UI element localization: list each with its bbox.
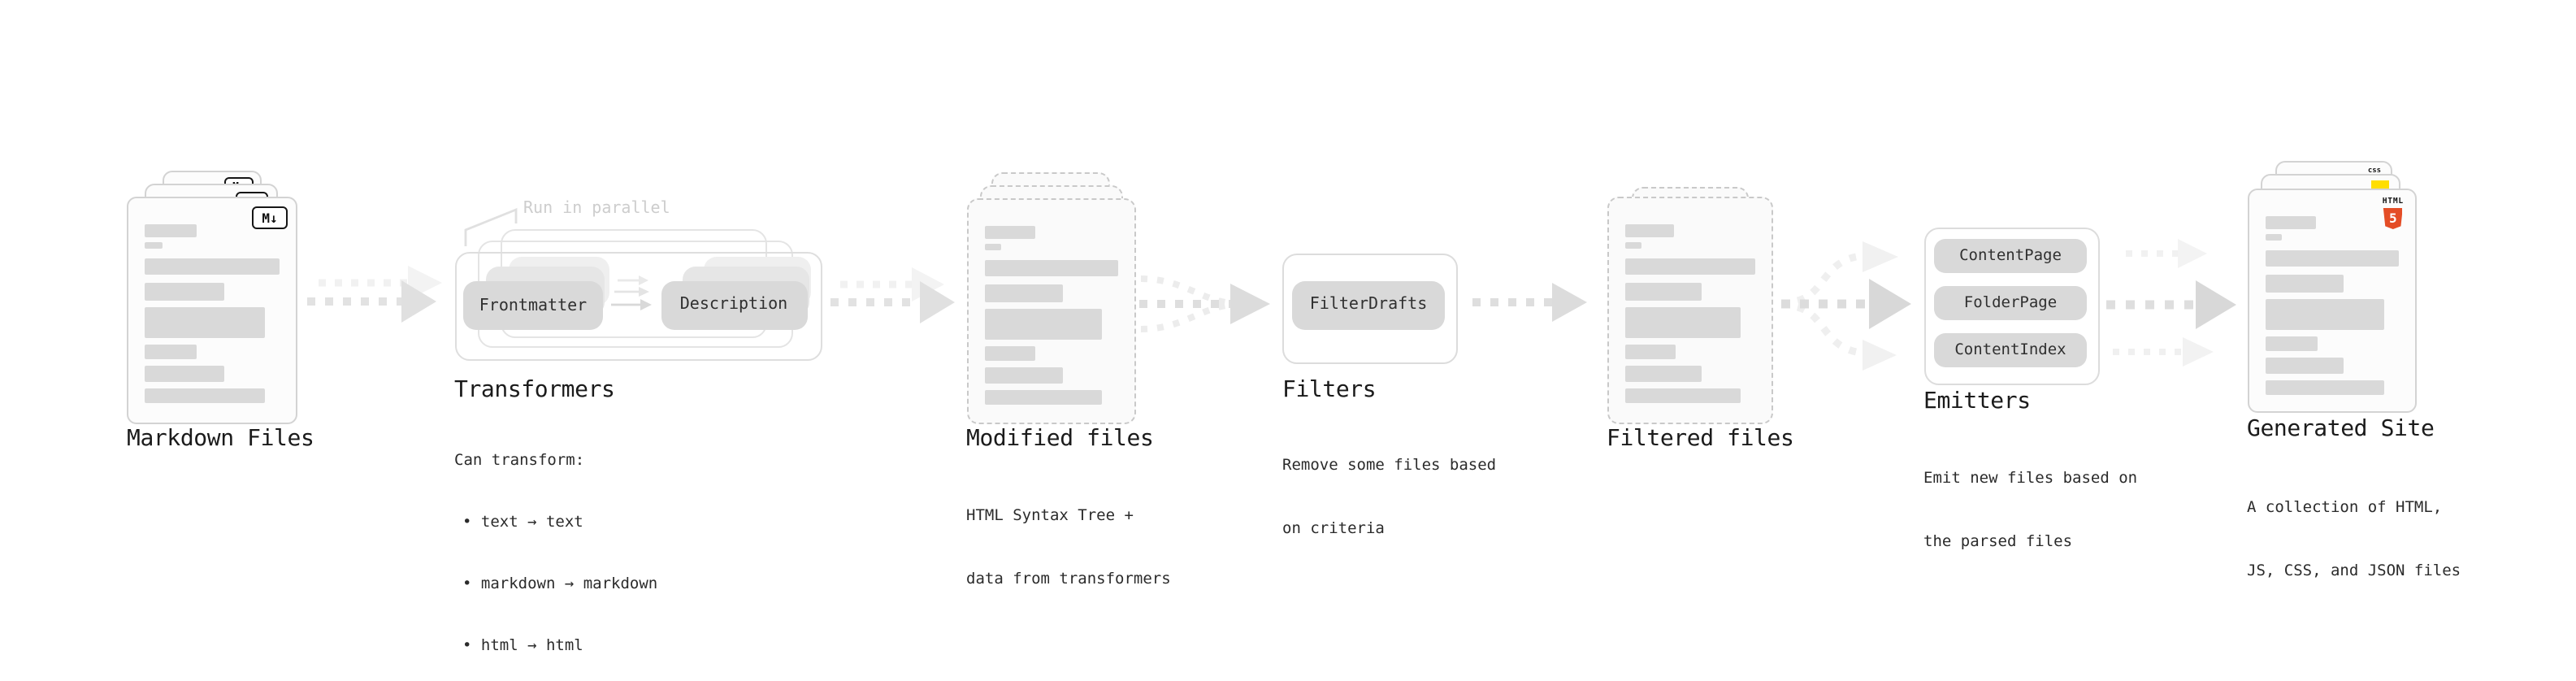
- placeholder-bar: [2265, 234, 2283, 241]
- arrow-markdown-to-transformers: [307, 266, 442, 323]
- generated-site-card-html: HTML 5: [2247, 189, 2417, 413]
- transformers-body-heading: Can transform:: [454, 452, 585, 471]
- markdown-files-label: Markdown Files: [127, 426, 314, 452]
- placeholder-bar: [145, 258, 280, 275]
- chip-description: Description: [661, 280, 807, 329]
- modified-file-card-front: [966, 197, 1135, 423]
- placeholder-bar: [1624, 258, 1755, 275]
- placeholder-bar: [145, 224, 197, 237]
- placeholder-bar: [145, 307, 265, 338]
- javascript-icon: [2371, 180, 2389, 190]
- placeholder-bar: [1624, 345, 1676, 359]
- placeholder-bar: [1624, 388, 1741, 403]
- transformers-description: Can transform: • text → text • markdown …: [454, 411, 657, 681]
- file-content-placeholder: [1624, 198, 1755, 403]
- arrow-emitters-to-generated: [2106, 239, 2236, 367]
- emitters-description-line: the parsed files: [1923, 532, 2073, 550]
- css-icon-label: css: [2367, 167, 2382, 175]
- generated-site-label: Generated Site: [2247, 416, 2435, 442]
- filters-title: Filters: [1282, 377, 1377, 403]
- chip-frontmatter: Frontmatter: [463, 281, 603, 330]
- placeholder-bar: [2265, 380, 2384, 395]
- transformer-parallel-arrows: [611, 275, 652, 310]
- placeholder-bar: [984, 225, 1035, 238]
- generated-site-description-line: JS, CSS, and JSON files: [2247, 562, 2461, 580]
- emitters-description: Emit new files based on the parsed files: [1923, 425, 2137, 594]
- chip-filterdrafts: FilterDrafts: [1292, 280, 1445, 329]
- placeholder-bar: [984, 367, 1063, 383]
- chip-contentindex: ContentIndex: [1934, 332, 2087, 367]
- filters-description: Remove some files based on criteria: [1282, 412, 1496, 581]
- transformer-run-box-front: [454, 252, 822, 361]
- run-in-parallel-annotation: Run in parallel: [523, 200, 670, 218]
- generated-site-description-line: A collection of HTML,: [2247, 499, 2443, 517]
- placeholder-bar: [2265, 275, 2344, 293]
- html5-icon: HTML 5: [2383, 198, 2404, 229]
- placeholder-bar: [1624, 307, 1741, 338]
- transformers-bullet: • markdown → markdown: [462, 575, 658, 593]
- file-content-placeholder: [984, 199, 1117, 404]
- placeholder-bar: [2265, 358, 2344, 374]
- html5-icon-label: HTML: [2382, 198, 2404, 206]
- transformers-title: Transformers: [454, 377, 615, 403]
- placeholder-bar: [984, 345, 1036, 360]
- placeholder-bar: [984, 284, 1063, 301]
- placeholder-bar: [145, 388, 265, 403]
- modified-files-description-line: data from transformers: [966, 570, 1171, 588]
- chip-folderpage: FolderPage: [1934, 285, 2087, 320]
- markdown-icon: M↓: [252, 206, 288, 229]
- arrow-transformers-to-modified: [830, 267, 955, 323]
- filtered-file-card-front: [1607, 197, 1773, 423]
- placeholder-bar: [145, 242, 163, 249]
- placeholder-bar: [1624, 224, 1675, 237]
- placeholder-bar: [984, 308, 1103, 339]
- filters-description-line: Remove some files based: [1282, 456, 1497, 474]
- placeholder-bar: [984, 389, 1103, 404]
- emitters-description-line: Emit new files based on: [1923, 469, 2138, 487]
- filtered-files-label: Filtered files: [1607, 426, 1794, 452]
- arrow-modified-to-filters: [1139, 275, 1270, 332]
- filters-description-line: on criteria: [1282, 519, 1385, 537]
- placeholder-bar: [2265, 336, 2318, 351]
- placeholder-bar: [984, 243, 1002, 249]
- modified-files-label: Modified files: [966, 426, 1154, 452]
- annotation-callout-line: [464, 207, 518, 246]
- transformers-bullet: • text → text: [462, 513, 583, 531]
- modified-files-description: HTML Syntax Tree + data from transformer…: [966, 463, 1171, 632]
- file-content-placeholder: [145, 198, 280, 403]
- chip-contentpage: ContentPage: [1934, 238, 2087, 273]
- placeholder-bar: [1624, 283, 1702, 301]
- html5-icon-shield: 5: [2383, 208, 2403, 229]
- arrow-filtered-to-emitters: [1781, 241, 1911, 371]
- emitters-title: Emitters: [1923, 388, 2031, 414]
- placeholder-bar: [984, 259, 1117, 275]
- placeholder-bar: [1624, 242, 1641, 249]
- placeholder-bar: [145, 366, 224, 382]
- placeholder-bar: [1624, 366, 1702, 382]
- placeholder-bar: [2265, 299, 2384, 330]
- modified-files-description-line: HTML Syntax Tree +: [966, 507, 1134, 525]
- file-content-placeholder: [2265, 190, 2399, 395]
- placeholder-bar: [2265, 250, 2399, 267]
- generated-site-description: A collection of HTML, JS, CSS, and JSON …: [2247, 455, 2461, 624]
- markdown-file-card-front: M↓: [127, 197, 297, 424]
- placeholder-bar: [145, 345, 197, 359]
- transformers-bullet: • html → html: [462, 636, 583, 655]
- placeholder-bar: [145, 283, 224, 301]
- placeholder-bar: [2265, 216, 2316, 229]
- arrow-filters-to-filtered: [1472, 283, 1587, 322]
